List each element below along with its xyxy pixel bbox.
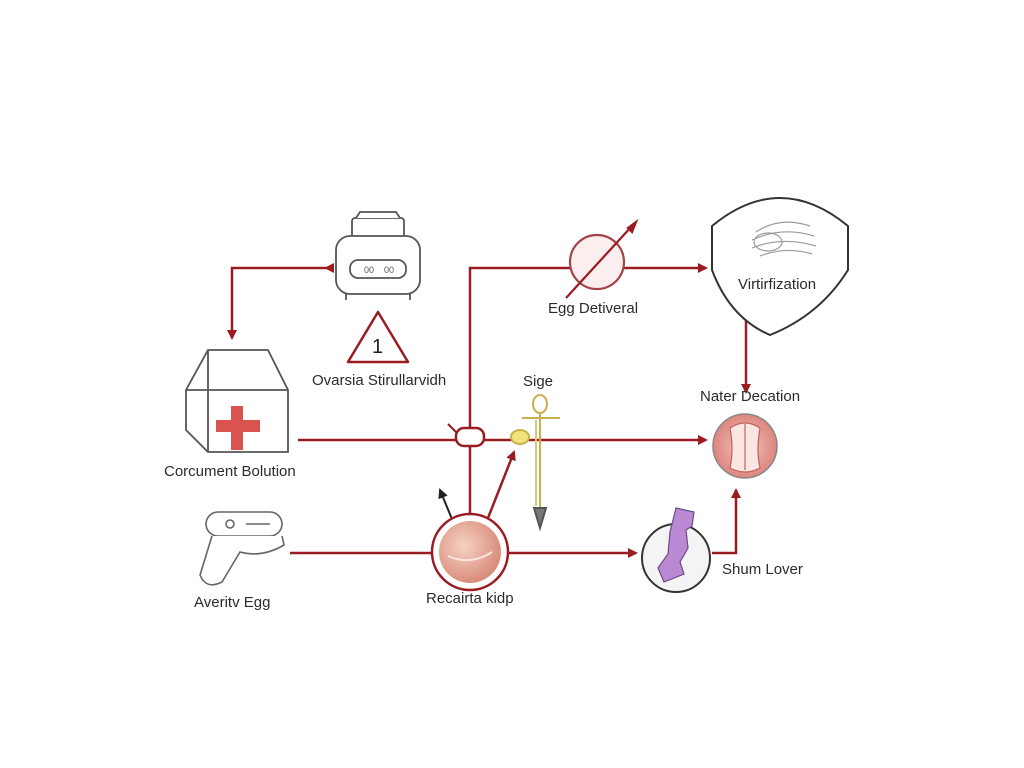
- connector-trunk-to-shield: [468, 263, 708, 548]
- pipette-tool-icon: [510, 394, 560, 532]
- node-label-egg-deliveral: Egg Detiveral: [548, 300, 639, 317]
- purple-transfer-icon: [641, 507, 711, 593]
- circled-needle-icon: [565, 218, 639, 299]
- node-label-nater-decation: Nater Decation: [700, 388, 801, 405]
- vitrification-shield-icon: [711, 197, 849, 337]
- node-label-vitrification: Virtirfization: [738, 276, 817, 293]
- node-label-document-solution: Corcument Bolution: [164, 463, 296, 480]
- connector-transfer-to-uterus: [712, 488, 741, 555]
- junction-node: [447, 423, 486, 448]
- embryo-cell-icon: [430, 512, 510, 592]
- flow-connectors: [227, 263, 751, 558]
- svg-text:00: 00: [384, 265, 394, 275]
- node-label-averity-egg: Averitv Egg: [194, 594, 271, 611]
- svg-text:00: 00: [364, 265, 374, 275]
- warning-triangle-icon: [346, 310, 410, 364]
- step-number-badge: 1: [372, 336, 384, 358]
- medical-box-icon: [185, 349, 289, 453]
- node-label-ovarian-stimulation: Ovarsia Stirullarvidh: [312, 372, 447, 389]
- node-label-shum-lover: Shum Lover: [722, 561, 803, 578]
- node-label-signe: Sige: [523, 373, 554, 390]
- connector-incubator-to-box: [227, 263, 334, 340]
- incubator-machine-icon: 00 00: [335, 211, 421, 300]
- glove-icon: [199, 511, 285, 586]
- node-label-recipient-kidp: Recairta kidp: [426, 590, 514, 607]
- connector-embryo-to-pipette: [480, 450, 516, 528]
- uterus-icon: [712, 413, 778, 479]
